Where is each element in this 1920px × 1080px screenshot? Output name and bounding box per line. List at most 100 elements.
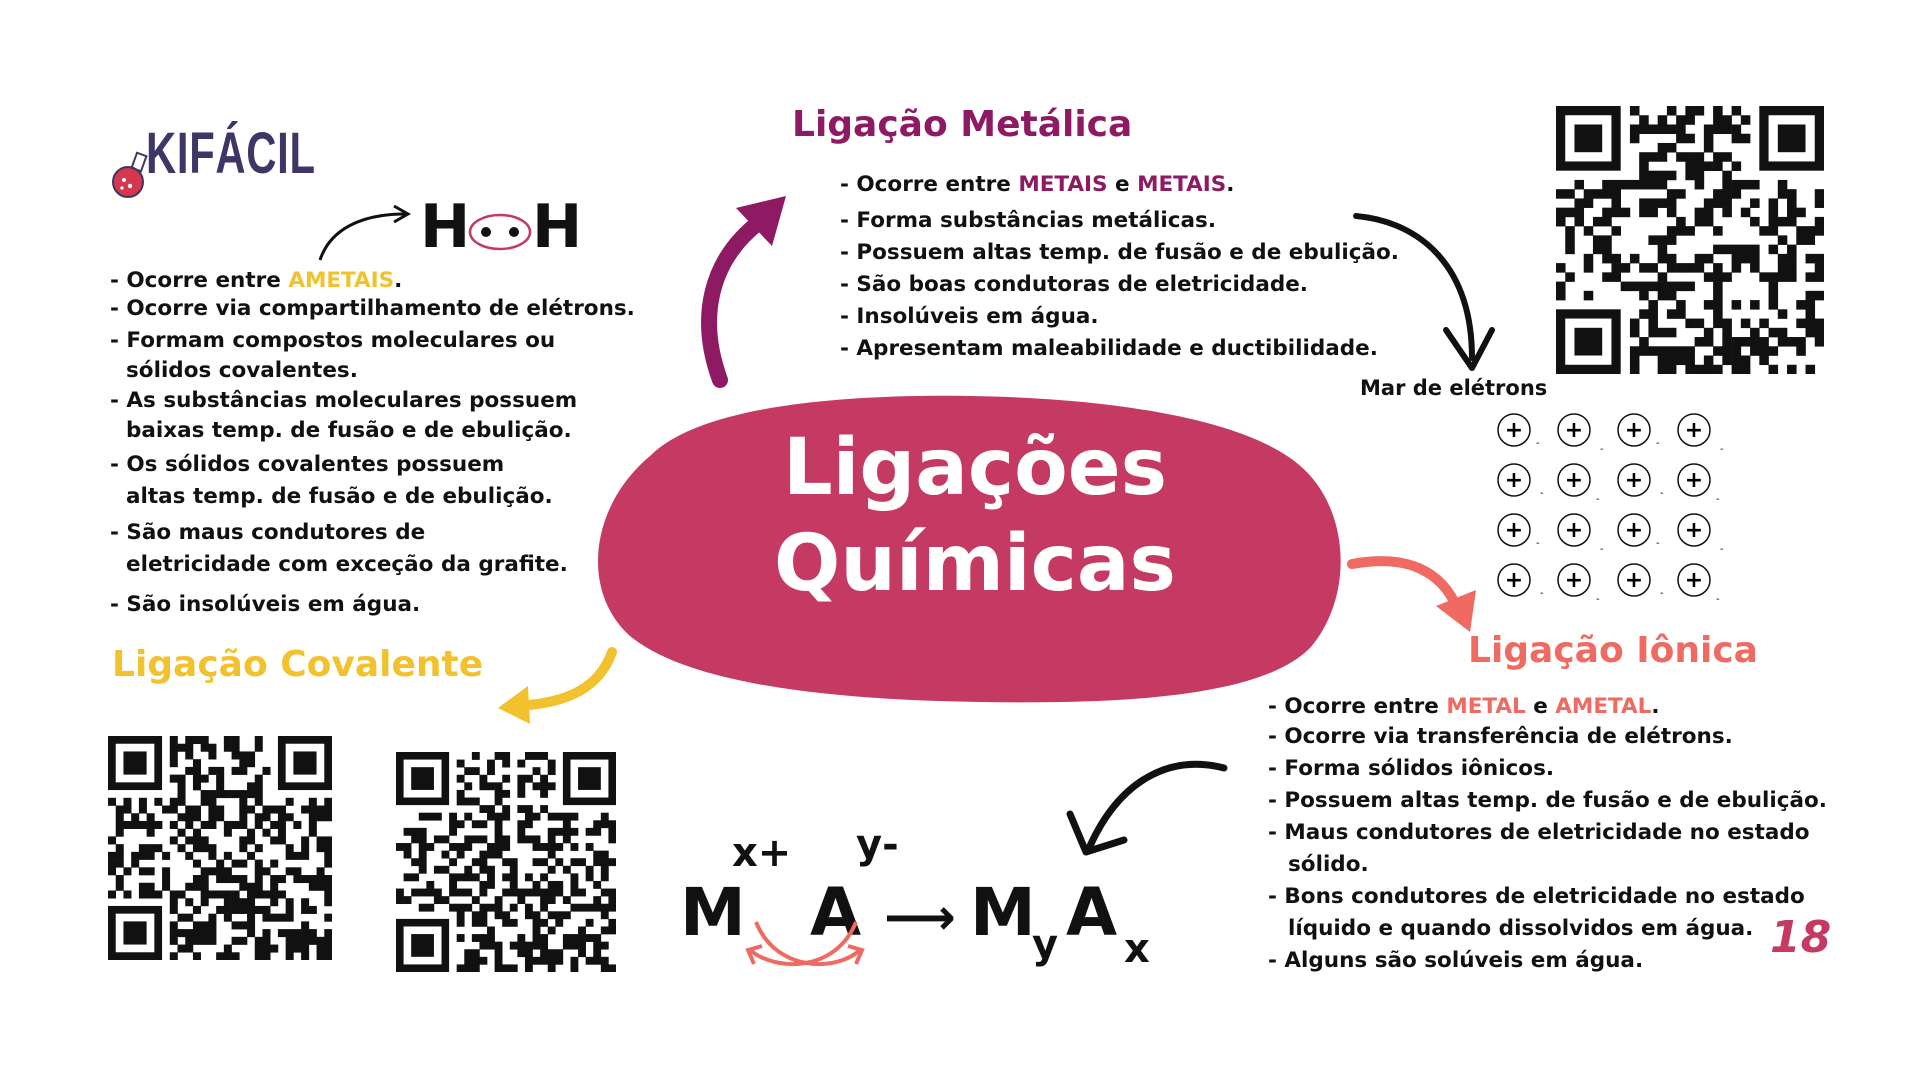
- formula-product-anion: A: [1066, 874, 1118, 951]
- hydrogen-left: H: [420, 192, 471, 262]
- electron: -: [1536, 438, 1540, 449]
- formula-arrow: ⟶: [884, 888, 956, 946]
- svg-text:+: +: [1505, 568, 1523, 593]
- electron: -: [1540, 588, 1544, 599]
- ionic-item-1: - Ocorre entre METAL e AMETAL.: [1268, 694, 1660, 719]
- covalent-item-1: - Ocorre entre AMETAIS.: [110, 268, 403, 293]
- formula-anion: A: [810, 874, 862, 951]
- h2-molecule: H H: [420, 192, 590, 268]
- ionic-item-7: - Alguns são solúveis em água.: [1268, 948, 1644, 973]
- qr-code-covalent-1[interactable]: [108, 736, 332, 960]
- sea-arrow-icon: [1353, 213, 1495, 371]
- main-title-line2: Químicas: [774, 519, 1176, 609]
- metallic-item-3: - Possuem altas temp. de fusão e de ebul…: [840, 240, 1399, 265]
- electron: -: [1600, 444, 1604, 455]
- cation: +: [1677, 563, 1711, 597]
- electron: -: [1656, 438, 1660, 449]
- covalent-item-5: - Os sólidos covalentes possuem: [110, 452, 505, 477]
- sea-of-electrons-diagram: +-+-+-+-+-+-+-+-+-+-+-+-+-+-+-+-: [1497, 413, 1724, 605]
- electron: -: [1716, 494, 1720, 505]
- ionic-formula: M x+ A y- ⟶ M y A x: [680, 822, 1180, 986]
- electron: -: [1720, 544, 1724, 555]
- metallic-arrow-icon: [701, 196, 786, 388]
- electron: -: [1596, 494, 1600, 505]
- covalent-item-4: - As substâncias moleculares possuem: [110, 388, 578, 413]
- shared-electrons-icon: [468, 213, 532, 251]
- cation: +: [1557, 563, 1591, 597]
- svg-text:+: +: [1625, 468, 1643, 493]
- cation: +: [1677, 413, 1711, 447]
- electron: -: [1596, 594, 1600, 605]
- ionic-item-6-cont: líquido e quando dissolvidos em água.: [1288, 916, 1754, 941]
- svg-text:+: +: [1685, 568, 1703, 593]
- formula-arrow-icon: [1066, 760, 1228, 856]
- svg-text:+: +: [1505, 468, 1523, 493]
- logo-text: KIFÁCIL: [146, 121, 316, 186]
- covalent-item-4-cont: baixas temp. de fusão e de ebulição.: [126, 418, 572, 443]
- svg-text:+: +: [1565, 468, 1583, 493]
- ionic-item-3: - Forma sólidos iônicos.: [1268, 756, 1555, 781]
- cation: +: [1617, 513, 1651, 547]
- charge-swap-arrows-icon: [745, 921, 865, 967]
- cation: +: [1677, 463, 1711, 497]
- cation: +: [1557, 513, 1591, 547]
- formula-product-metal: M: [970, 874, 1036, 951]
- svg-text:+: +: [1505, 518, 1523, 543]
- ionic-arrow-icon: [1347, 556, 1476, 632]
- formula-metal: M: [680, 874, 746, 951]
- ionic-item-5: - Maus condutores de eletricidade no est…: [1268, 820, 1810, 845]
- metallic-item-2: - Forma substâncias metálicas.: [840, 208, 1217, 233]
- covalent-item-2: - Ocorre via compartilhamento de elétron…: [110, 296, 635, 321]
- sea-of-electrons-label: Mar de elétrons: [1360, 376, 1548, 400]
- electron: -: [1660, 588, 1664, 599]
- svg-text:+: +: [1625, 518, 1643, 543]
- page-number: 18: [1770, 912, 1832, 963]
- ionic-item-5-cont: sólido.: [1288, 852, 1369, 877]
- metallic-item-1: - Ocorre entre METAIS e METAIS.: [840, 172, 1235, 197]
- qr-code-metallic[interactable]: [1556, 106, 1824, 374]
- cation: +: [1677, 513, 1711, 547]
- formula-product-anion-sub: x: [1124, 926, 1150, 972]
- electron: -: [1600, 544, 1604, 555]
- main-title-line1: Ligações: [782, 423, 1168, 513]
- svg-text:+: +: [1625, 568, 1643, 593]
- heading-ionic: Ligação Iônica: [1468, 630, 1758, 671]
- covalent-item-5-cont: altas temp. de fusão e de ebulição.: [126, 484, 553, 509]
- qr-code-covalent-2[interactable]: [396, 752, 616, 972]
- cation: +: [1557, 413, 1591, 447]
- center-blob: [597, 395, 1341, 703]
- main-title: Ligações Químicas: [770, 420, 1180, 612]
- ionic-item-4: - Possuem altas temp. de fusão e de ebul…: [1268, 788, 1827, 813]
- cation: +: [1617, 563, 1651, 597]
- electron: -: [1716, 594, 1720, 605]
- covalent-item-3-cont: sólidos covalentes.: [126, 358, 358, 383]
- metallic-item-6: - Apresentam maleabilidade e ductibilida…: [840, 336, 1378, 361]
- electron: -: [1656, 538, 1660, 549]
- metallic-item-4: - São boas condutoras de eletricidade.: [840, 272, 1308, 297]
- electron: -: [1720, 444, 1724, 455]
- cation: +: [1497, 413, 1531, 447]
- ionic-item-2: - Ocorre via transferência de elétrons.: [1268, 724, 1733, 749]
- cation: +: [1617, 463, 1651, 497]
- electron: -: [1536, 538, 1540, 549]
- cation: +: [1497, 513, 1531, 547]
- formula-anion-charge: y-: [856, 822, 899, 868]
- svg-text:+: +: [1565, 518, 1583, 543]
- hydrogen-right: H: [532, 192, 583, 262]
- covalent-item-7: - São insolúveis em água.: [110, 592, 421, 617]
- electron: -: [1540, 488, 1544, 499]
- bond-arrow-icon: [318, 204, 412, 261]
- svg-text:+: +: [1625, 418, 1643, 443]
- covalent-item-6: - São maus condutores de: [110, 520, 426, 545]
- covalent-item-3: - Formam compostos moleculares ou: [110, 328, 556, 353]
- heading-metallic: Ligação Metálica: [792, 104, 1133, 145]
- cation: +: [1557, 463, 1591, 497]
- covalent-item-6-cont: eletricidade com exceção da grafite.: [126, 552, 568, 577]
- formula-metal-charge: x+: [732, 830, 792, 876]
- svg-text:+: +: [1565, 418, 1583, 443]
- svg-text:+: +: [1685, 468, 1703, 493]
- kifacil-logo: KIFÁCIL: [110, 120, 320, 210]
- svg-text:+: +: [1565, 568, 1583, 593]
- flask-icon: [112, 151, 148, 198]
- svg-text:+: +: [1505, 418, 1523, 443]
